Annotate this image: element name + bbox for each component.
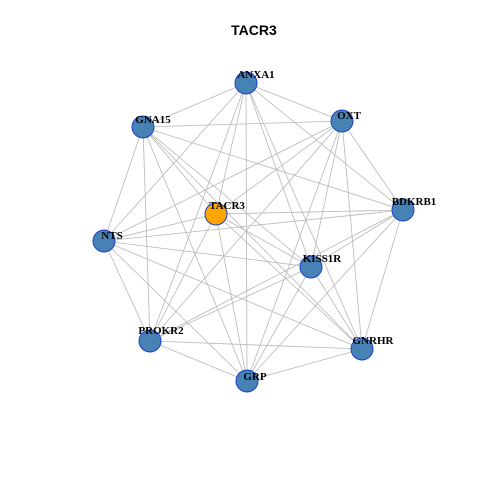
edge-bdkrb1-nts [103, 209, 404, 242]
node-tacr3: TACR3 [204, 200, 245, 226]
node-label-anxa1: ANXA1 [237, 69, 274, 81]
node-bdkrb1: BDKRB1 [391, 196, 437, 222]
node-label-tacr3: TACR3 [209, 200, 245, 212]
edge-gnrhr-prokr2 [149, 340, 363, 350]
node-label-prokr2: PROKR2 [138, 325, 184, 337]
node-oxt: OXT [330, 109, 362, 133]
edge-prokr2-tacr3 [149, 213, 217, 342]
edge-gnrhr-tacr3 [215, 213, 363, 350]
edge-oxt-gnrhr [341, 120, 363, 350]
edge-tacr3-kiss1r [215, 213, 312, 268]
node-grp: GRP [235, 369, 267, 393]
edge-bdkrb1-grp [246, 209, 404, 382]
node-circle-anxa1 [234, 71, 258, 95]
node-circle-kiss1r [299, 255, 323, 279]
node-label-bdkrb1: BDKRB1 [392, 196, 437, 208]
node-label-gnrhr: GNRHR [353, 335, 395, 347]
edge-grp-prokr2 [149, 340, 248, 382]
edge-oxt-bdkrb1 [341, 120, 404, 211]
node-nts: NTS [92, 229, 123, 253]
node-label-nts: NTS [101, 230, 122, 242]
edge-oxt-tacr3 [215, 120, 343, 215]
node-circle-bdkrb1 [391, 198, 415, 222]
edge-prokr2-gna15 [142, 126, 151, 342]
node-label-grp: GRP [243, 371, 267, 383]
edge-oxt-kiss1r [310, 120, 343, 268]
edge-grp-kiss1r [246, 266, 312, 382]
edge-prokr2-kiss1r [149, 266, 312, 342]
edge-bdkrb1-gnrhr [361, 209, 404, 350]
node-label-gna15: GNA15 [135, 114, 171, 126]
node-circle-gnrhr [350, 337, 374, 361]
edge-grp-tacr3 [215, 213, 248, 382]
node-circle-oxt [330, 109, 354, 133]
edge-anxa1-gna15 [142, 82, 247, 128]
edge-gnrhr-grp [246, 348, 363, 382]
edge-prokr2-nts [103, 240, 151, 342]
edge-nts-kiss1r [103, 240, 312, 268]
node-gnrhr: GNRHR [350, 335, 395, 361]
edge-gna15-tacr3 [142, 126, 217, 215]
edge-oxt-nts [103, 120, 343, 242]
edge-gnrhr-gna15 [142, 126, 363, 350]
edge-gna15-kiss1r [142, 126, 312, 268]
edge-bdkrb1-prokr2 [149, 209, 404, 342]
node-anxa1: ANXA1 [234, 69, 275, 95]
edge-anxa1-gnrhr [245, 82, 363, 350]
node-label-kiss1r: KISS1R [303, 253, 343, 265]
node-circle-nts [92, 229, 116, 253]
edge-nts-tacr3 [103, 213, 217, 242]
edge-anxa1-prokr2 [149, 82, 247, 342]
edge-grp-nts [103, 240, 248, 382]
node-gna15: GNA15 [131, 114, 171, 139]
edge-oxt-gna15 [142, 120, 343, 128]
node-prokr2: PROKR2 [138, 325, 184, 353]
edge-gnrhr-kiss1r [310, 266, 363, 350]
node-label-oxt: OXT [337, 110, 362, 122]
node-circle-tacr3 [204, 202, 228, 226]
edge-bdkrb1-gna15 [142, 126, 404, 211]
edge-anxa1-nts [103, 82, 247, 242]
edge-layer [103, 82, 404, 382]
edge-anxa1-bdkrb1 [245, 82, 404, 211]
node-circle-gna15 [131, 115, 155, 139]
diagram-title: TACR3 [231, 22, 277, 38]
node-circle-grp [235, 369, 259, 393]
edge-oxt-grp [246, 120, 343, 382]
edge-nts-gna15 [103, 126, 144, 242]
edge-anxa1-tacr3 [215, 82, 247, 215]
node-circle-prokr2 [138, 329, 162, 353]
node-kiss1r: KISS1R [299, 253, 343, 279]
edge-anxa1-oxt [245, 82, 343, 122]
edge-bdkrb1-kiss1r [310, 209, 404, 268]
